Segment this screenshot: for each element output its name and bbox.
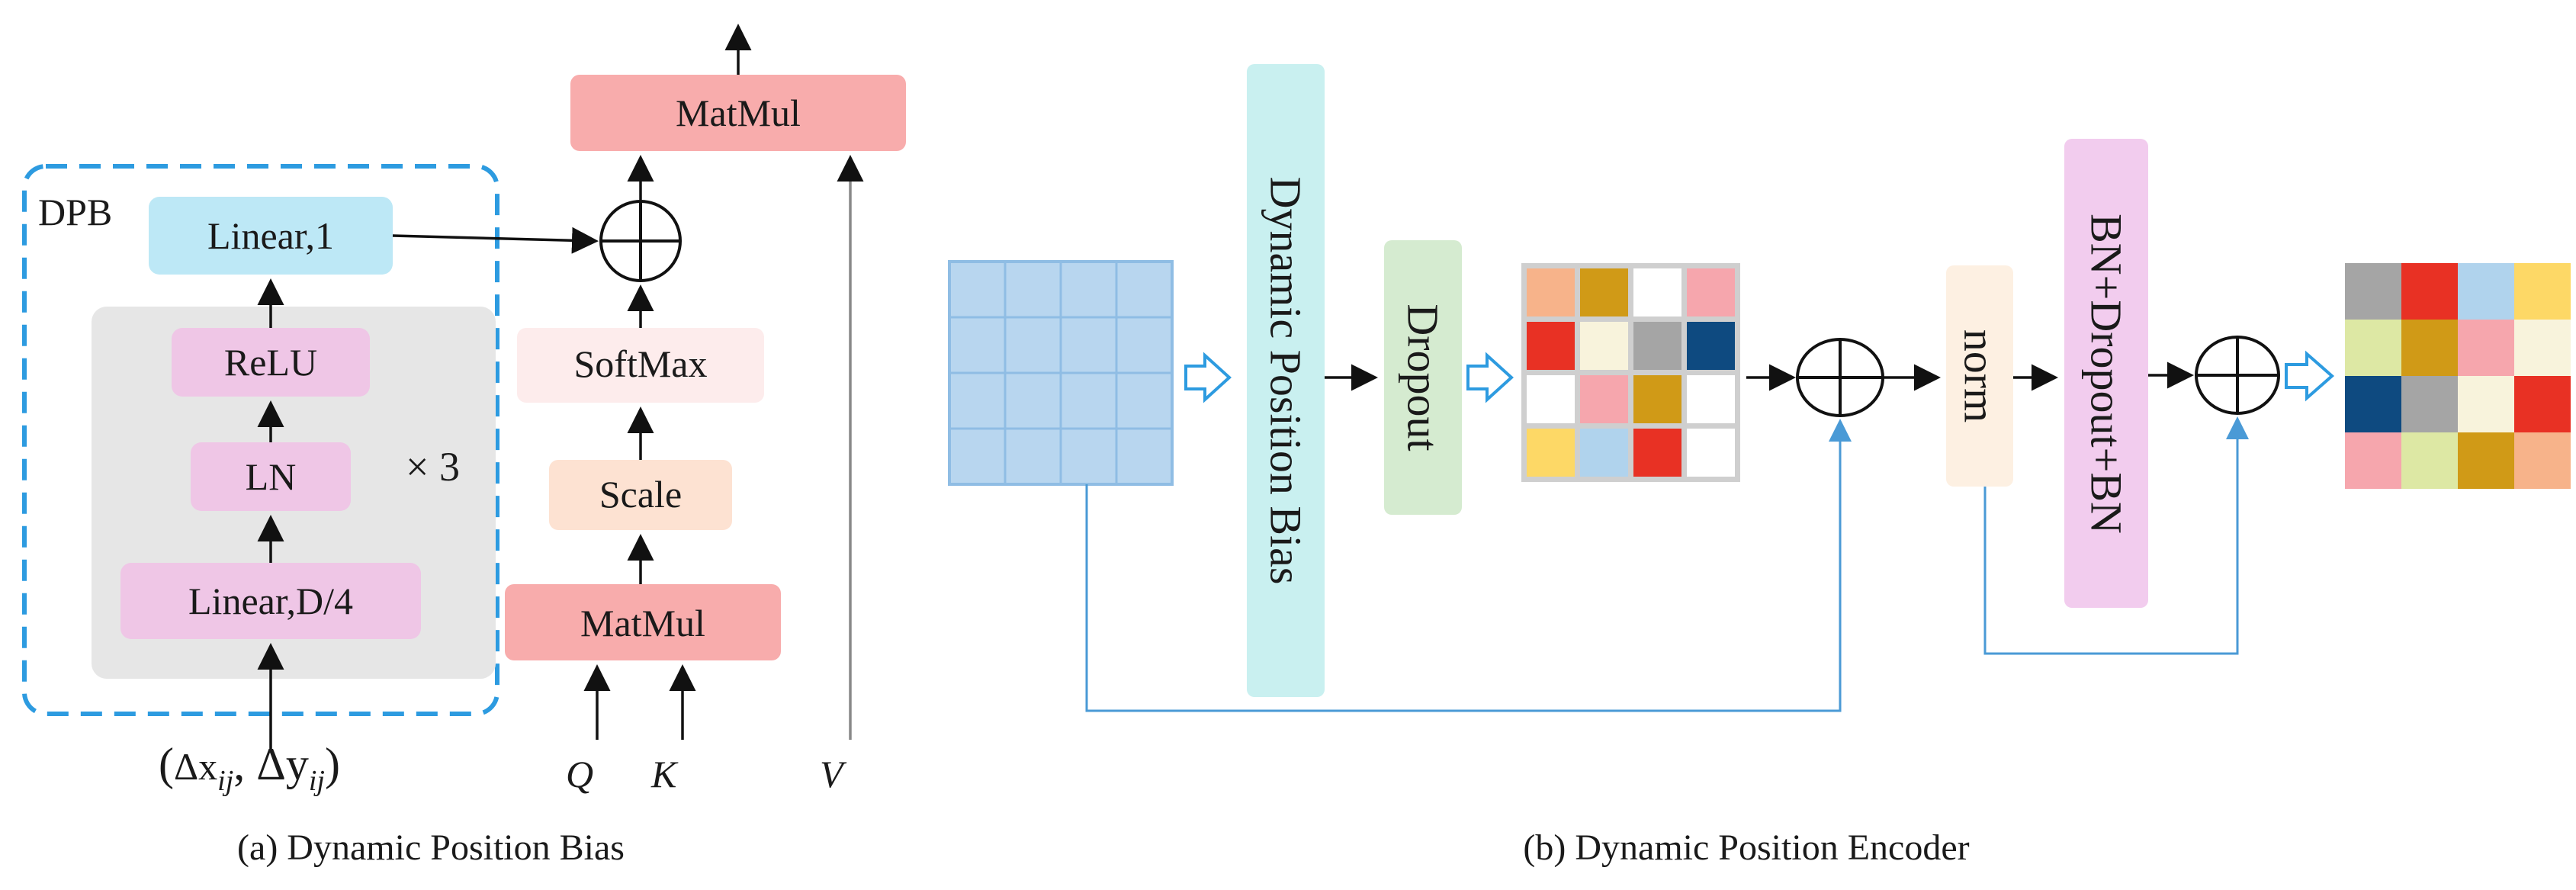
dpb-block [1247,64,1325,697]
matrix-cell [1687,268,1735,316]
matrix-cell [2458,320,2514,376]
ln-label: LN [246,455,297,498]
bn-dropout-bn-block [2064,139,2148,608]
panel-a: DPB Linear,1 ReLU LN Linear,D/4 × 3 (Δxi… [22,24,906,868]
relu-box [172,328,370,397]
ln-box [191,442,351,511]
matrix-cell [1687,375,1735,423]
matmul-top-box [570,75,906,151]
matrix-cell [1687,322,1735,370]
v-label: V [820,753,847,795]
norm-block [1946,265,2013,487]
linear-d4-box [120,563,421,639]
matrix-cell [1580,322,1628,370]
matrix-cell [1687,429,1735,477]
residual-line-2 [1983,416,2249,655]
caption-a: (a) Dynamic Position Bias [237,827,625,868]
dpb-container [22,164,499,716]
dpb-label: DPB [38,191,112,233]
matrix-cell [1633,322,1681,370]
linear1-label: Linear,1 [207,214,334,257]
dropout-block [1384,240,1462,515]
matrix-cell [2458,263,2514,320]
matrix-cell [1633,268,1681,316]
matrix-cell [1527,322,1575,370]
add-operator-b2 [2195,336,2280,415]
matrix-cell [2345,432,2401,489]
hollow-arrow-3 [2285,350,2335,402]
scale-box [549,460,732,530]
relu-label: ReLU [224,341,317,384]
matrix-cell [1580,429,1628,477]
matrix-cell [2345,320,2401,376]
scale-label: Scale [599,473,682,516]
matrix-cell [1580,375,1628,423]
linear1-box [149,197,393,275]
add-operator-a [599,200,682,282]
matrix-cell [1527,429,1575,477]
linear-d4-label: Linear,D/4 [188,580,353,622]
matrix-cell [2458,376,2514,432]
matrix-cell [1633,375,1681,423]
matrix-cell [2514,263,2571,320]
matmul-top-label: MatMul [676,92,801,134]
matrix-cell [1527,268,1575,316]
matrix-cell [2345,376,2401,432]
matrix-cell [1580,268,1628,316]
add-operator-b1 [1796,338,1884,417]
residual-line-1 [1085,419,1852,712]
q-label: Q [566,753,593,795]
matrix-cell [2514,376,2571,432]
matrix-cell [2345,263,2401,320]
matmul-bottom-label: MatMul [580,602,705,644]
dpb-block-label: Dynamic Position Bias [1261,177,1311,585]
bias-matrix [1521,263,1740,482]
matrix-cell [1527,375,1575,423]
softmax-label: SoftMax [574,342,708,385]
matrix-cell [2401,376,2458,432]
k-label: K [650,753,679,795]
softmax-box [517,328,764,403]
input-grid [948,260,1174,486]
matrix-cell [2514,432,2571,489]
matmul-bottom-box [505,584,781,660]
matrix-cell [2458,432,2514,489]
output-matrix [2345,263,2571,489]
matrix-cell [2401,432,2458,489]
dpb-input-label: (Δxij, Δyij) [159,739,340,797]
caption-b: (b) Dynamic Position Encoder [1523,827,1969,868]
repeat-label: × 3 [406,444,460,490]
hollow-arrow-1 [1184,352,1232,403]
matrix-cell [2401,320,2458,376]
panel-b: Dynamic Position Bias Dropout norm BN+Dr… [948,64,2571,868]
matrix-cell [2401,263,2458,320]
hollow-arrow-2 [1466,352,1514,403]
dropout-label: Dropout [1399,304,1448,451]
arrow-linear1-to-add [392,227,599,254]
norm-label: norm [1955,329,2005,423]
matrix-cell [1633,429,1681,477]
bn-dropout-bn-label: BN+Dropout+BN [2082,214,2131,534]
matrix-cell [2514,320,2571,376]
